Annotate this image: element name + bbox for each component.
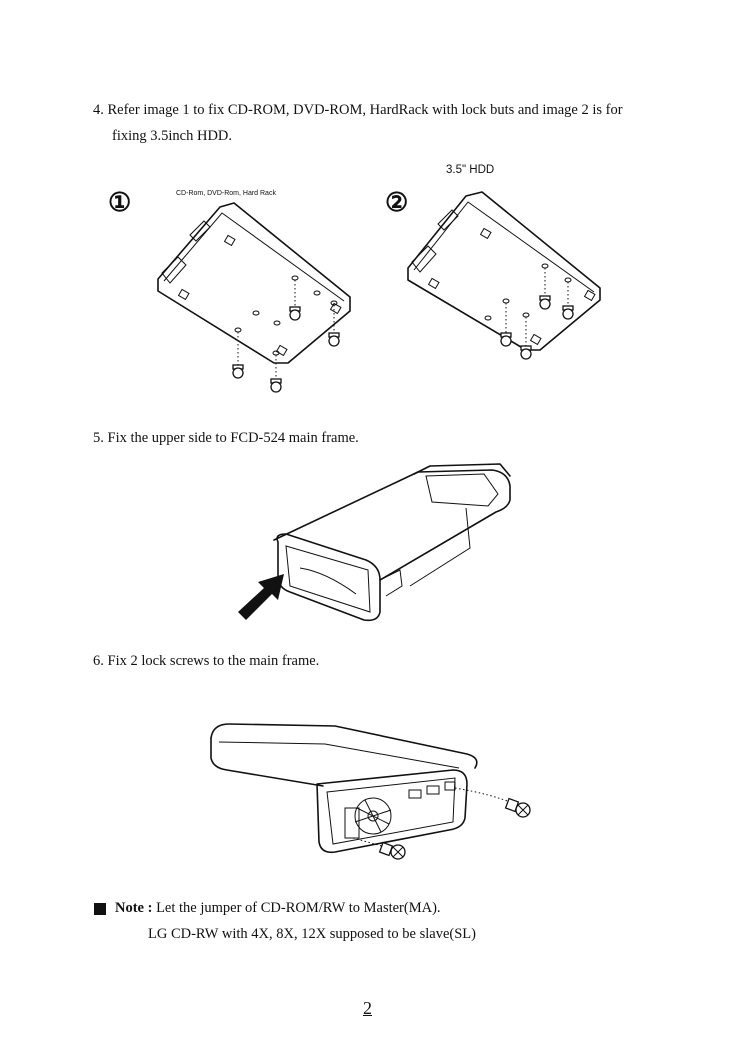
page-number: 2 [363,998,372,1018]
figure-2-badge: ② [385,188,409,217]
figure-4-lock-screws-drawing [210,723,531,860]
figure-1-badge: ① [108,188,132,217]
figure-2-tray-drawing [407,191,601,360]
note-label: Note : [115,900,153,916]
step-5-text: 5. Fix the upper side to FCD-524 main fr… [93,430,359,446]
note-text-1: Let the jumper of CD-ROM/RW to Master(MA… [152,900,441,916]
note-line-1: Note : Let the jumper of CD-ROM/RW to Ma… [115,898,441,918]
note-square-icon [94,903,106,915]
figure-1-tray-drawing [157,202,351,393]
step-6-text: 6. Fix 2 lock screws to the main frame. [93,653,320,669]
step-4-line-2: fixing 3.5inch HDD. [112,128,233,144]
figure-3-main-frame-drawing [238,463,511,622]
note-line-2: LG CD-RW with 4X, 8X, 12X supposed to be… [148,926,476,942]
step-4-line-1: 4. Refer image 1 to fix CD-ROM, DVD-ROM,… [93,102,623,118]
figure-1-caption: CD-Rom, DVD-Rom, Hard Rack [176,190,276,197]
figure-2-caption: 3.5" HDD [446,164,495,176]
